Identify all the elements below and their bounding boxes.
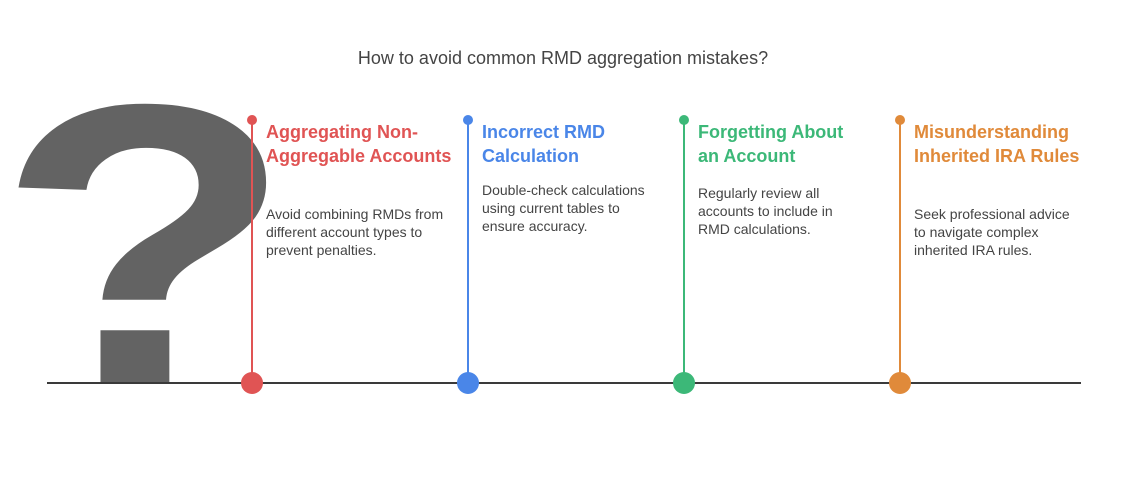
step-4-top-dot [895,115,905,125]
step-3-description: Regularly review all accounts to include… [698,185,833,237]
step-3-stem [683,120,685,382]
step-4-heading: Misunderstanding Inherited IRA Rules [914,122,1080,166]
question-mark-icon: ? [0,21,295,468]
step-4-stem [899,120,901,382]
step-3-node [673,372,695,394]
step-1-node [241,372,263,394]
step-4-node [889,372,911,394]
step-1-heading: Aggregating Non-Aggregable Accounts [266,122,452,166]
step-3-heading: Forgetting About an Account [698,122,844,166]
step-1-description: Avoid combining RMDs from different acco… [266,206,444,258]
step-2-node [457,372,479,394]
step-2-heading: Incorrect RMD Calculation [482,122,606,166]
step-2-description: Double-check calculations using current … [482,182,645,234]
step-1-stem [251,120,253,382]
diagram-title: How to avoid common RMD aggregation mist… [357,48,769,68]
step-3-top-dot [679,115,689,125]
step-2-top-dot [463,115,473,125]
step-1-top-dot [247,115,257,125]
timeline-axis [47,382,1081,384]
step-2-stem [467,120,469,382]
step-4-description: Seek professional advice to navigate com… [914,206,1070,258]
